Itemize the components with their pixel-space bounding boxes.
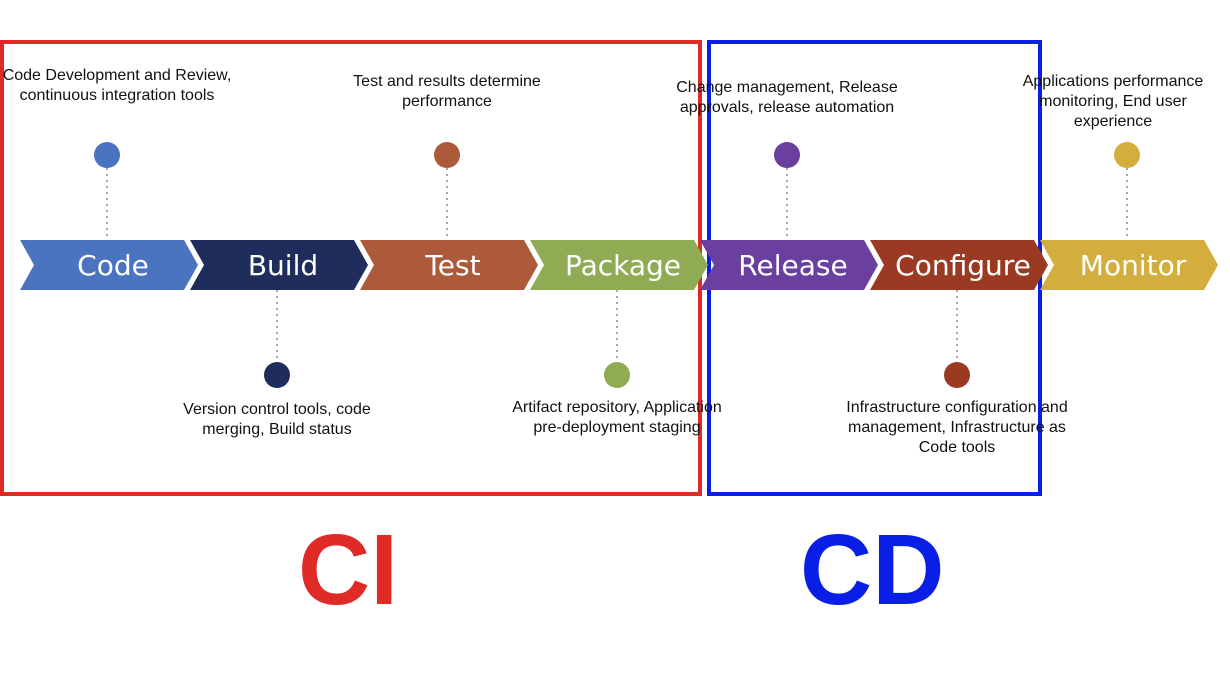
description-configure: Infrastructure configuration and managem…: [846, 399, 1068, 456]
stage-label-package: Package: [565, 249, 681, 282]
stage-label-monitor: Monitor: [1080, 249, 1187, 282]
stage-dot-package: [604, 362, 630, 388]
stage-chevron-test: [360, 240, 538, 290]
description-test: Test and results determine performance: [353, 73, 541, 110]
stage-dot-code: [94, 142, 120, 168]
stage-label-release: Release: [738, 249, 847, 282]
stage-chevron-package: [530, 240, 708, 290]
stage-chevron-release: [700, 240, 878, 290]
description-release: Change management, Release approvals, re…: [676, 79, 898, 116]
stage-label-test: Test: [424, 249, 480, 282]
ci-label: CI: [298, 514, 398, 626]
description-package: Artifact repository, Application pre-dep…: [512, 399, 722, 436]
stage-chevron-code: [20, 240, 198, 290]
cd-label: CD: [800, 514, 945, 626]
stage-chevron-build: [190, 240, 368, 290]
stage-label-configure: Configure: [895, 249, 1031, 282]
description-code: Code Development and Review, continuous …: [2, 67, 232, 104]
description-monitor: Applications performance monitoring, End…: [1022, 73, 1204, 130]
stage-label-code: Code: [77, 249, 149, 282]
stage-chevron-configure: [870, 240, 1048, 290]
stage-dot-monitor: [1114, 142, 1140, 168]
stage-dot-test: [434, 142, 460, 168]
stage-chevron-monitor: [1040, 240, 1218, 290]
stage-dot-configure: [944, 362, 970, 388]
stage-label-build: Build: [248, 249, 318, 282]
stage-dot-release: [774, 142, 800, 168]
stage-dot-build: [264, 362, 290, 388]
description-build: Version control tools, code merging, Bui…: [183, 401, 371, 438]
